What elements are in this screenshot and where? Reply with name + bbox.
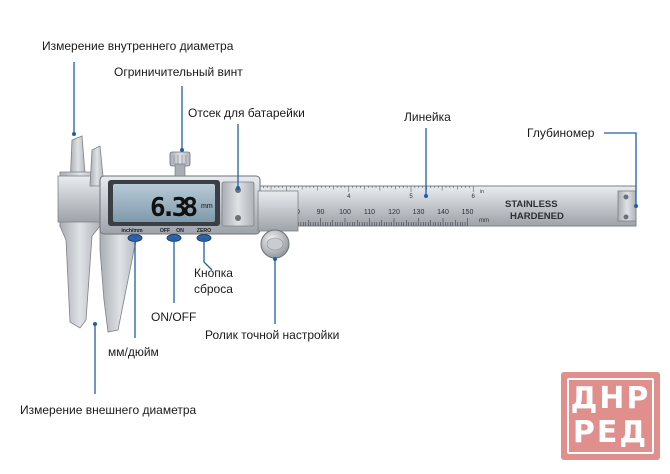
inch-scale-label: 5	[409, 194, 413, 200]
scale-unit: mm	[479, 218, 489, 224]
watermark-logo: ДНР РЕД	[561, 372, 660, 460]
button-caption: inch/mm	[121, 228, 143, 234]
label-ruler: Линейка	[404, 110, 451, 124]
slider-outer-jaw	[99, 225, 141, 333]
lock-screw-stem	[174, 163, 186, 177]
mm-scale-label: 130	[413, 209, 425, 216]
inch-unit: in	[480, 189, 484, 195]
watermark-line-1: ДНР	[570, 381, 651, 416]
label-lock-screw: Огриничительный винт	[114, 65, 243, 79]
label-reset-1: Кнопка	[194, 266, 233, 280]
end-screw	[623, 214, 629, 220]
label-inner-measure: Измерение внутреннего диаметра	[42, 39, 234, 53]
label-on-off: ON/OFF	[151, 310, 197, 324]
battery-screw	[235, 215, 241, 221]
inch-scale-label: 6	[472, 194, 476, 200]
mm-scale-label: 150	[462, 209, 474, 216]
mm-scale-label: 140	[437, 209, 449, 216]
blade-text-stainless: STAINLESS	[505, 199, 558, 210]
label-battery: Отсек для батарейки	[188, 106, 305, 120]
watermark-frame	[567, 378, 654, 454]
label-outer-measure: Измерение внешнего диаметра	[20, 403, 197, 417]
mm-scale-label: 100	[339, 209, 351, 216]
fine-roller-hub	[266, 237, 284, 251]
button-caption: OFF	[160, 228, 170, 234]
watermark-line-2: РЕД	[572, 415, 649, 450]
leader-lines	[72, 62, 638, 394]
inch-scale-label: 4	[347, 194, 351, 200]
slider-extension	[257, 190, 299, 232]
mm-scale-label: 110	[364, 209, 375, 216]
mm-scale-numbers: 708090100110120130140150	[268, 209, 474, 216]
lcd-value: 6.38	[150, 193, 198, 223]
label-reset-2: сброса	[194, 282, 233, 296]
slider-inner-jaw	[89, 145, 105, 187]
end-screw	[623, 194, 629, 200]
blade-text-hardened: HARDENED	[510, 211, 564, 222]
mm-scale-label: 90	[317, 209, 325, 216]
label-fine-roller: Ролик точной настройки	[205, 328, 340, 342]
lcd-screen	[113, 184, 215, 222]
label-depth: Глубиномер	[527, 126, 595, 140]
button-caption: ZERO	[197, 228, 211, 234]
lcd-unit: mm	[201, 203, 213, 210]
mm-scale-label: 120	[388, 209, 400, 216]
label-mm-inch: мм/дюйм	[108, 345, 159, 359]
button-caption: ON	[176, 228, 184, 234]
